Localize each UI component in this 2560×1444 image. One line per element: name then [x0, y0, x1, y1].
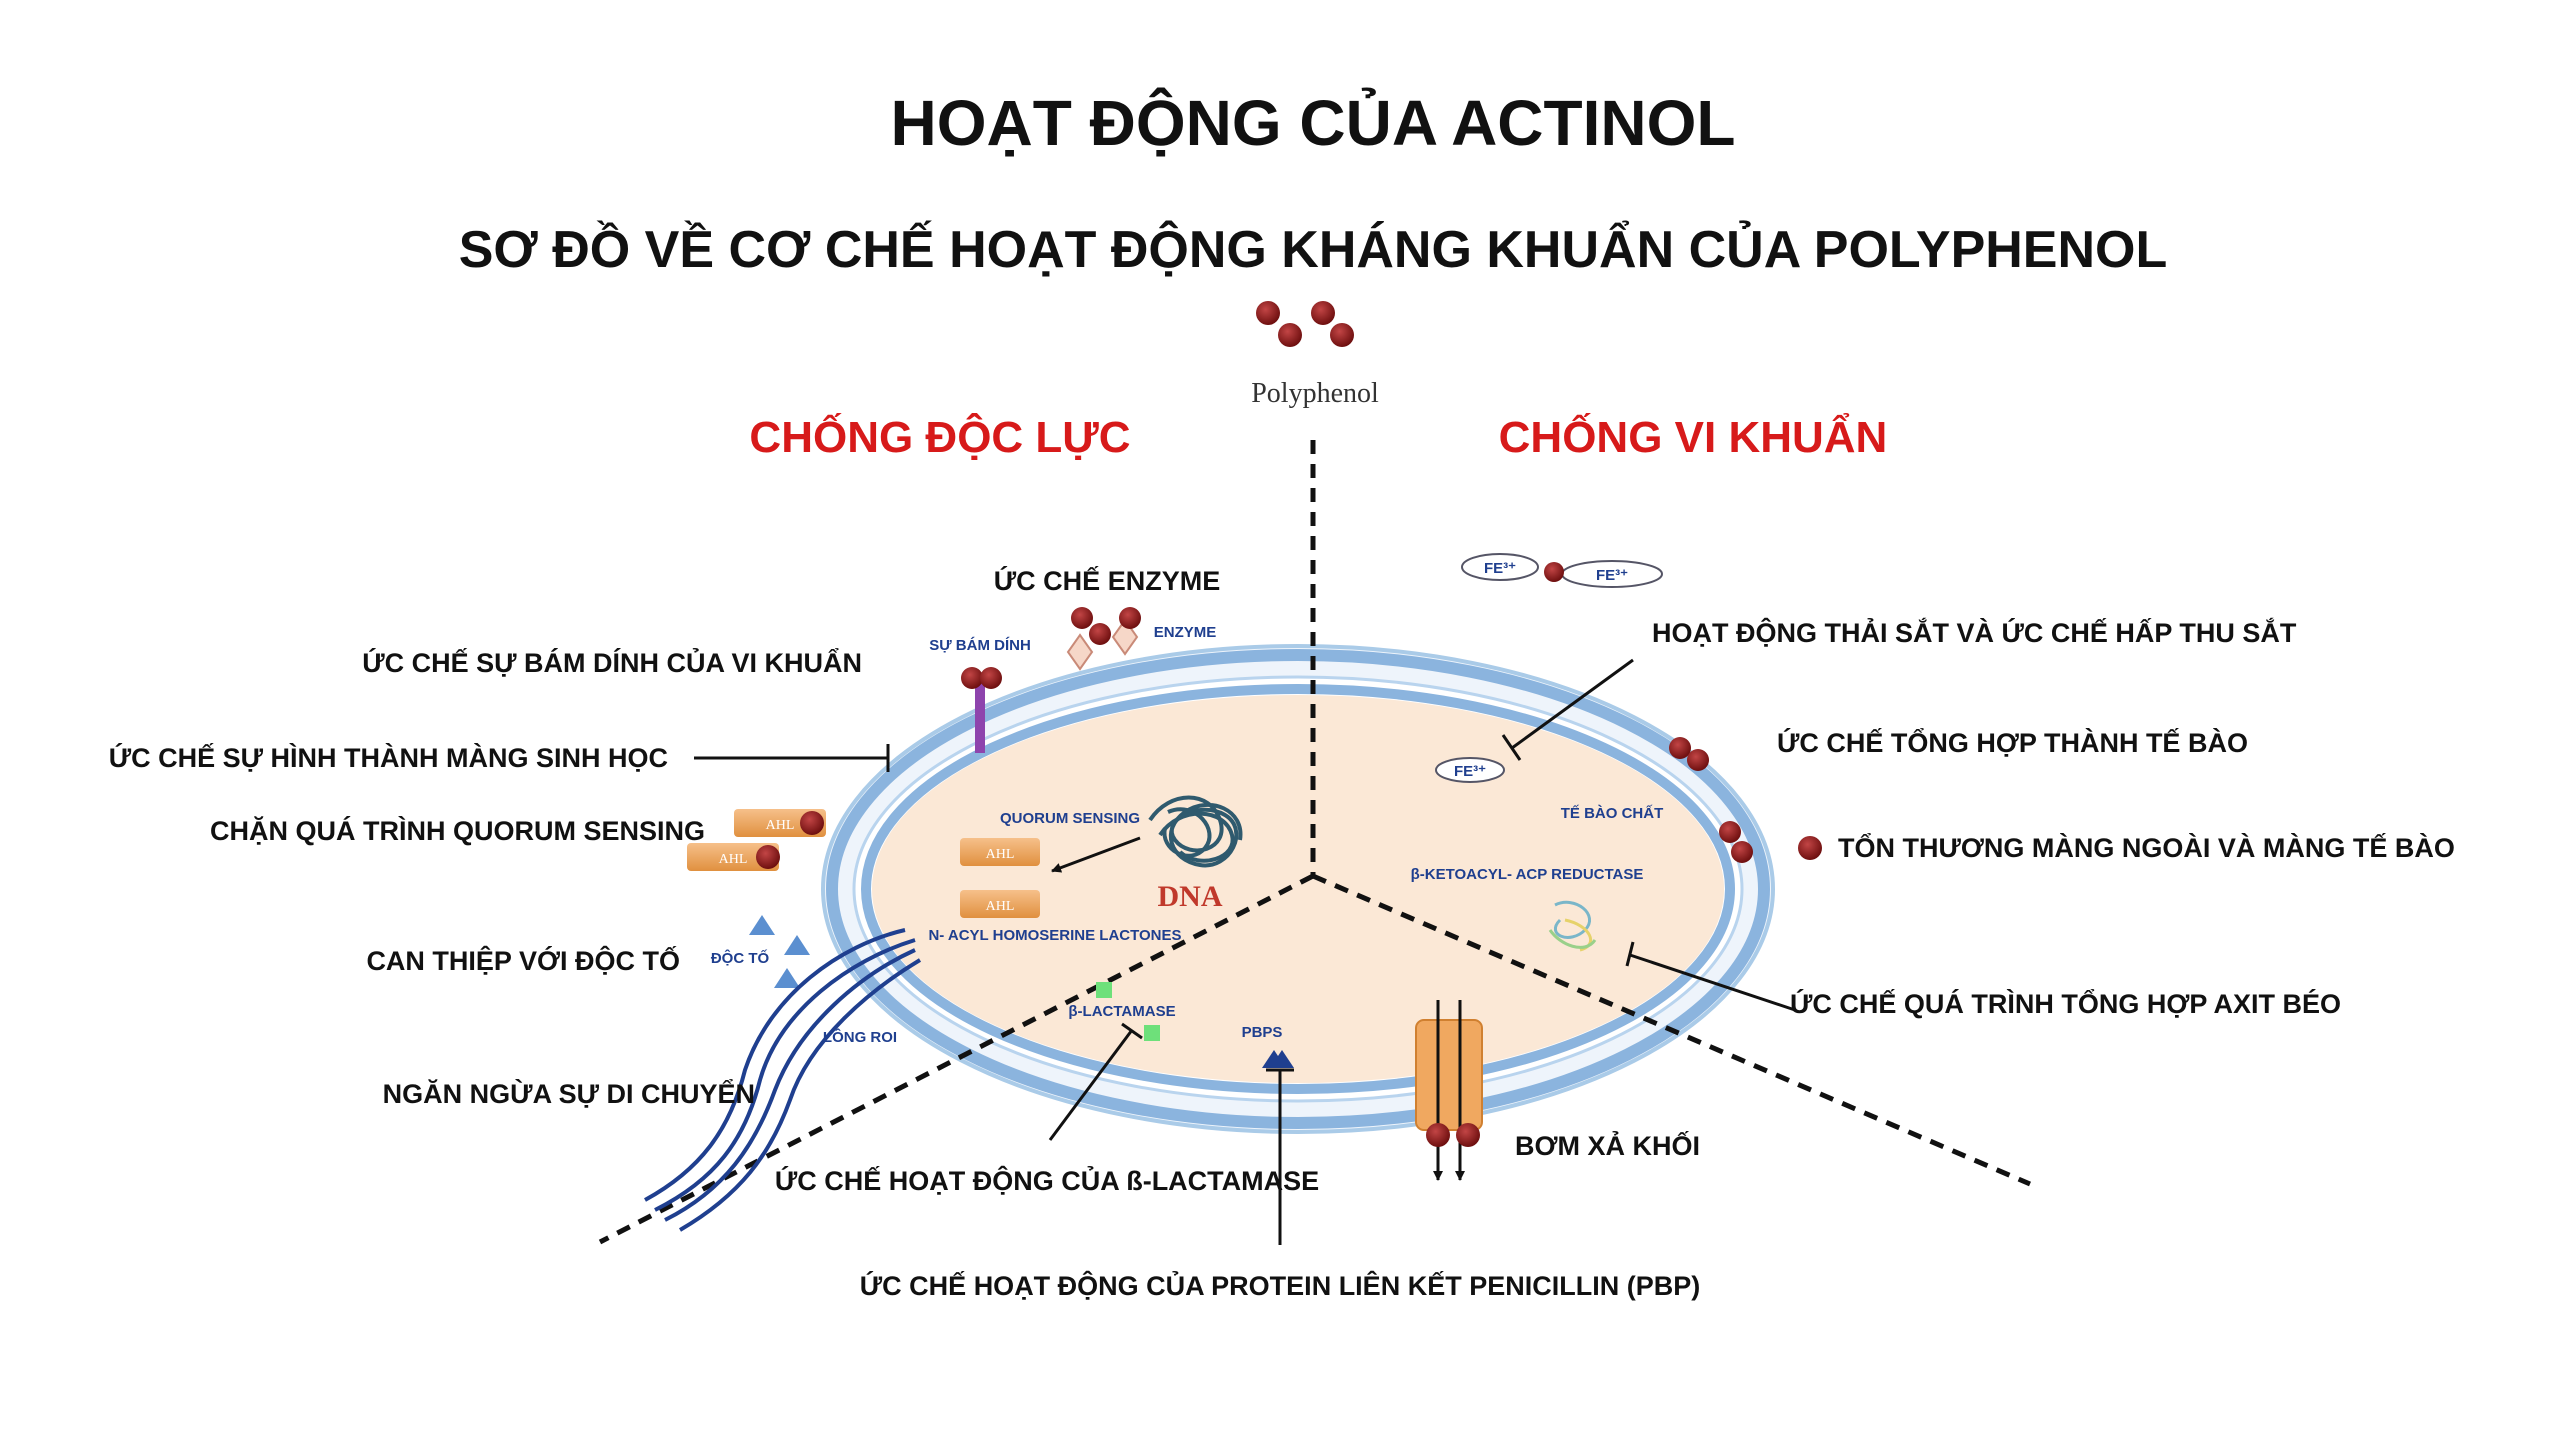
efflux-pump: [1415, 1000, 1483, 1181]
beta-lactamase-molecules: [1096, 982, 1160, 1041]
enzyme-molecules: [1066, 607, 1141, 671]
ahl-label-2: AHL: [986, 899, 1015, 914]
label-adhesion-inhibition: ỨC CHẾ SỰ BÁM DÍNH CỦA VI KHUẨN: [362, 646, 862, 678]
label-iron-chelation: HOẠT ĐỘNG THẢI SẮT VÀ ỨC CHẾ HẤP THU SẮT: [1652, 616, 2297, 648]
section-left-heading: CHỐNG ĐỘC LỰC: [749, 411, 1130, 462]
ketoacyl-small-label: β-KETOACYL- ACP REDUCTASE: [1411, 866, 1644, 883]
beta-lactamase-small-label: β-LACTAMASE: [1068, 1003, 1175, 1020]
label-fatty-acid-synthesis: ỨC CHẾ QUÁ TRÌNH TỔNG HỢP AXIT BÉO: [1790, 988, 2341, 1019]
ahl-inside: AHL AHL: [960, 838, 1040, 918]
quorum-arrow: [1051, 836, 1141, 873]
page-subtitle: SƠ ĐỒ VỀ CƠ CHẾ HOẠT ĐỘNG KHÁNG KHUẨN CỦ…: [459, 220, 2168, 279]
n-acyl-label: N- ACYL HOMOSERINE LACTONES: [928, 927, 1181, 944]
label-enzyme-inhibition: ỨC CHẾ ENZYME: [994, 565, 1220, 596]
label-motility-prevention: NGĂN NGỪA SỰ DI CHUYỂN: [383, 1078, 755, 1109]
dna-label: DNA: [1158, 880, 1223, 913]
ahl-outside: AHL AHL: [687, 809, 826, 871]
label-pbp-inhibition: ỨC CHẾ HOẠT ĐỘNG CỦA PROTEIN LIÊN KẾT PE…: [860, 1269, 1700, 1301]
enzyme-small-label: ENZYME: [1154, 624, 1217, 641]
dna-strand: [1148, 795, 1243, 868]
adhesion-small-label: SỰ BÁM DÍNH: [929, 637, 1031, 654]
polyphenol-label: Polyphenol: [1251, 378, 1379, 409]
flagella: [644, 928, 922, 1232]
divider-lines: [598, 440, 2031, 1245]
label-membrane-damage: TỔN THƯƠNG MÀNG NGOÀI VÀ MÀNG TẾ BÀO: [1838, 832, 2455, 863]
fe3-label-1: FE³⁺: [1484, 560, 1516, 577]
ahl-label-4: AHL: [719, 852, 748, 867]
cytoplasm-small-label: TẾ BÀO CHẤT: [1561, 805, 1664, 822]
label-efflux-pump: BƠM XẢ KHỐI: [1515, 1129, 1700, 1161]
fe3-label-2: FE³⁺: [1596, 567, 1628, 584]
adhesion-pilus: [961, 667, 1002, 753]
toxin-small-label: ĐỘC TỐ: [711, 949, 770, 967]
bacterial-cell: [821, 644, 1775, 1134]
label-beta-lactamase-inhibition: ỨC CHẾ HOẠT ĐỘNG CỦA ß-LACTAMASE: [775, 1164, 1319, 1196]
label-cell-wall-synthesis: ỨC CHẾ TỔNG HỢP THÀNH TẾ BÀO: [1777, 727, 2248, 758]
pbps-protein: [1262, 1050, 1294, 1068]
ahl-label-3: AHL: [766, 818, 795, 833]
pbps-small-label: PBPS: [1242, 1024, 1283, 1041]
ketoacyl-protein: [1548, 900, 1597, 952]
label-quorum-blocking: CHẶN QUÁ TRÌNH QUORUM SENSING: [210, 815, 705, 846]
membrane-damage-dots: [1669, 737, 1822, 863]
polyphenol-molecules: [1256, 301, 1354, 347]
label-toxin-interference: CAN THIỆP VỚI ĐỘC TỐ: [366, 944, 680, 976]
quorum-sensing-small-label: QUORUM SENSING: [1000, 810, 1140, 827]
section-right-heading: CHỐNG VI KHUẨN: [1499, 411, 1888, 462]
flagella-small-label: LÔNG ROI: [823, 1028, 897, 1046]
toxin-molecules: [749, 915, 810, 988]
fe3-label-3: FE³⁺: [1454, 763, 1486, 780]
fe3-ions: FE³⁺ FE³⁺ FE³⁺: [1435, 553, 1663, 783]
pointer-lines: [694, 658, 1796, 1245]
label-biofilm-inhibition: ỨC CHẾ SỰ HÌNH THÀNH MÀNG SINH HỌC: [109, 742, 668, 773]
ahl-label-1: AHL: [986, 847, 1015, 862]
page-title: HOẠT ĐỘNG CỦA ACTINOL: [891, 86, 1736, 159]
